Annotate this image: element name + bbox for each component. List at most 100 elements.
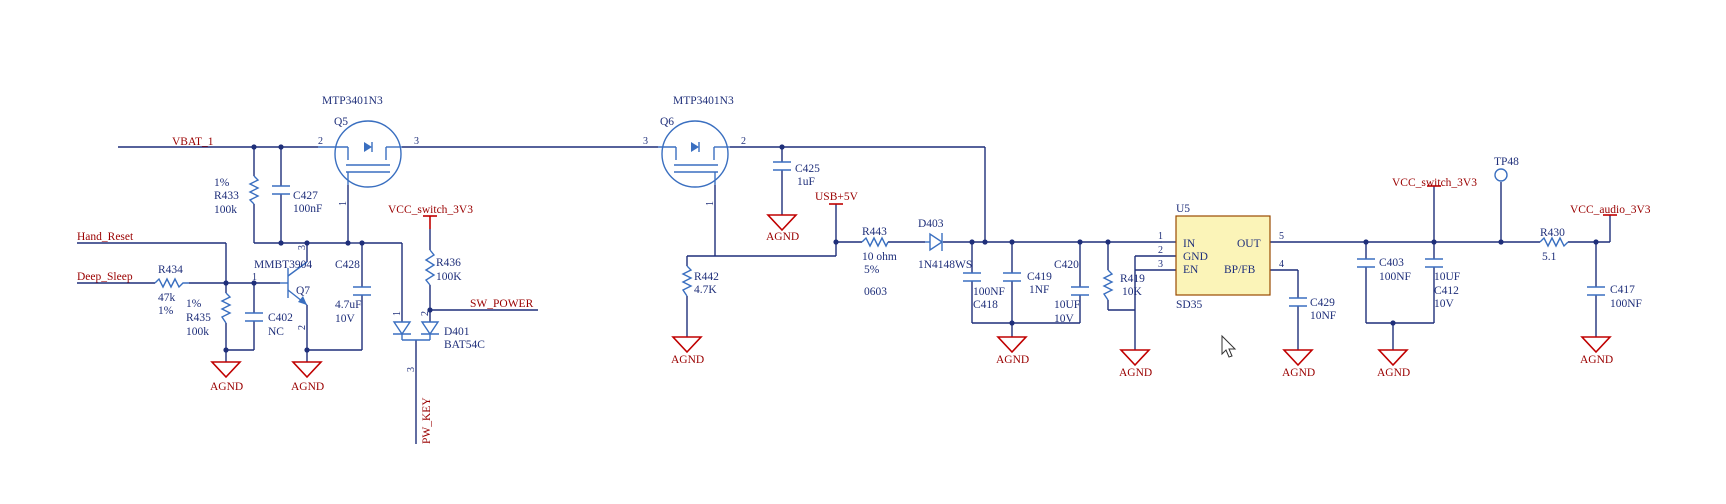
agnd-label: AGND [996, 354, 1029, 366]
d401-ref: D401 [444, 326, 470, 338]
r443-tol: 5% [864, 264, 880, 276]
agnd-label: AGND [766, 231, 799, 243]
pin-number: 4 [1279, 259, 1284, 270]
net-vcc-switch-b: VCC_switch_3V3 [1392, 177, 1477, 189]
c419-value: 1NF [1029, 284, 1049, 296]
c403-value: 100NF [1379, 271, 1411, 283]
c412-ref: C412 [1434, 285, 1459, 297]
pin-number: 5 [1279, 231, 1284, 242]
agnd-label: AGND [1580, 354, 1613, 366]
agnd-label: AGND [1119, 367, 1152, 379]
q6-mosfet-symbol [658, 120, 730, 188]
c427-value: 100nF [293, 203, 322, 215]
c417-ref: C417 [1610, 284, 1635, 296]
c428-value: 4.7uF [335, 299, 362, 311]
net-sw-power: SW_POWER [470, 298, 534, 310]
pin-number: 1 [705, 201, 716, 206]
agnd-label: AGND [1282, 367, 1315, 379]
net-hand-reset: Hand_Reset [77, 231, 134, 243]
r434-tol: 1% [158, 305, 174, 317]
u5-pin-en: EN [1183, 264, 1199, 276]
c420-ref: C420 [1054, 259, 1079, 271]
junctions [223, 144, 1599, 353]
c429-ref: C429 [1310, 297, 1335, 309]
q5-value: MTP3401N3 [322, 95, 383, 107]
net-deep-sleep: Deep_Sleep [77, 271, 133, 283]
r434-value: 47k [158, 292, 176, 304]
mouse-pointer-icon [1221, 334, 1237, 358]
r443-ref: R443 [862, 226, 887, 238]
net-vbat: VBAT_1 [172, 136, 214, 148]
c402-ref: C402 [268, 312, 293, 324]
c425-value: 1uF [797, 176, 815, 188]
r443-value: 10 ohm [862, 251, 897, 263]
pin-number: 2 [741, 136, 746, 147]
r419-value: 10K [1122, 286, 1143, 298]
q7-value: MMBT3904 [254, 259, 312, 271]
agnd-label: AGND [210, 381, 243, 393]
pin-number: 2 [297, 325, 308, 330]
agnd-label: AGND [291, 381, 324, 393]
u5-pin-in: IN [1183, 238, 1196, 250]
r435-tol: 1% [186, 298, 202, 310]
r436-ref: R436 [436, 257, 461, 269]
d401-value: BAT54C [444, 339, 485, 351]
d403-value: 1N4148WS [918, 259, 972, 271]
pin-number: 3 [414, 136, 419, 147]
c425-ref: C425 [795, 163, 820, 175]
r419-ref: R419 [1120, 273, 1145, 285]
pin-number: 2 [318, 136, 323, 147]
pin-number: 1 [252, 272, 257, 283]
r435-value: 100k [186, 326, 209, 338]
q6-value: MTP3401N3 [673, 95, 734, 107]
c428-volt: 10V [335, 313, 356, 325]
u5-value: SD35 [1176, 299, 1202, 311]
c427-ref: C427 [293, 190, 318, 202]
pin-number: 3 [297, 245, 308, 250]
c418-ref: C418 [973, 299, 998, 311]
r442-value: 4.7K [694, 284, 717, 296]
agnd-label: AGND [671, 354, 704, 366]
u5-pin-out: OUT [1237, 238, 1261, 250]
d403-ref: D403 [918, 218, 944, 230]
r436-value: 100K [436, 271, 462, 283]
resistors [154, 175, 1569, 324]
ground-symbols [210, 214, 1612, 379]
net-usb5v: USB+5V [815, 191, 859, 203]
net-tp48: TP48 [1494, 156, 1519, 168]
wires [77, 146, 1611, 444]
r442-ref: R442 [694, 271, 719, 283]
c428-ref: C428 [335, 259, 360, 271]
c418-value: 100NF [973, 286, 1005, 298]
c429-value: 10NF [1310, 310, 1336, 322]
pin-number: 2 [1158, 245, 1163, 256]
capacitors [245, 161, 1605, 322]
r430-ref: R430 [1540, 227, 1565, 239]
r430-value: 5.1 [1542, 251, 1557, 263]
c419-ref: C419 [1027, 271, 1052, 283]
pin-number: 1 [338, 201, 349, 206]
c412-volt: 10V [1434, 298, 1455, 310]
pin-number: 1 [1158, 231, 1163, 242]
pin-number: 2 [420, 311, 431, 316]
r434-ref: R434 [158, 264, 183, 276]
c420-value: 10UF [1054, 299, 1080, 311]
q5-mosfet-symbol [318, 120, 402, 188]
pin-number: 3 [406, 367, 417, 372]
r433-value: 100k [214, 204, 237, 216]
pin-number: 3 [1158, 259, 1163, 270]
r433-tol: 1% [214, 177, 230, 189]
net-vcc-switch-a: VCC_switch_3V3 [388, 204, 473, 216]
u5-ref: U5 [1176, 203, 1190, 215]
r435-ref: R435 [186, 312, 211, 324]
d403-diode-symbol [925, 232, 944, 252]
r433-ref: R433 [214, 190, 239, 202]
c420-volt: 10V [1054, 313, 1075, 325]
net-pw-key: PW_KEY [421, 397, 433, 444]
r443-pkg: 0603 [864, 286, 887, 298]
tp48-testpoint-icon [1494, 168, 1508, 182]
pin-number: 3 [643, 136, 648, 147]
c412-value: 10UF [1434, 271, 1460, 283]
net-vcc-audio: VCC_audio_3V3 [1570, 204, 1651, 216]
c402-value: NC [268, 326, 284, 338]
